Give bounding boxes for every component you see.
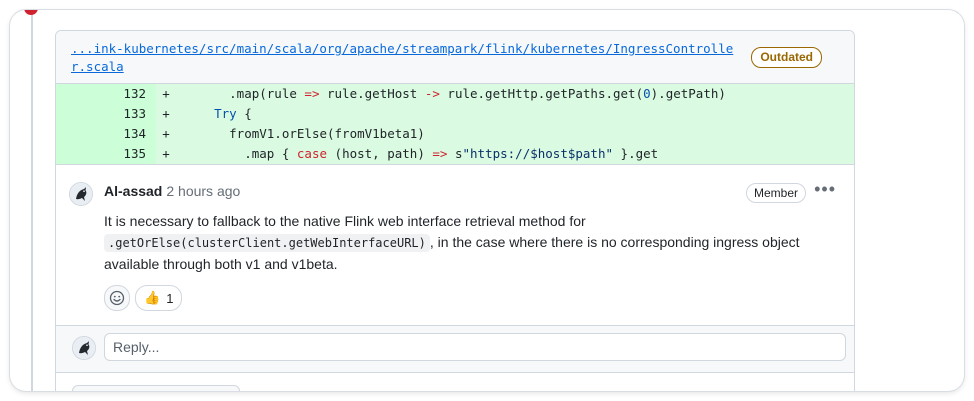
thumbs-up-reaction-button[interactable]: 👍 1 bbox=[135, 285, 183, 311]
diff-line: 134 + fromV1.orElse(fromV1beta1) bbox=[56, 124, 854, 144]
review-comment-card: ...ink-kubernetes/src/main/scala/org/apa… bbox=[55, 30, 855, 391]
diff-line: 133 + Try { bbox=[56, 104, 854, 124]
timeline-badge bbox=[24, 10, 38, 15]
line-number[interactable]: 132 bbox=[56, 84, 156, 104]
reply-input[interactable] bbox=[104, 333, 846, 361]
resolve-conversation-button[interactable] bbox=[72, 385, 240, 391]
reply-bar bbox=[56, 325, 854, 373]
bird-avatar-icon bbox=[70, 183, 92, 205]
code-line: fromV1.orElse(fromV1beta1) bbox=[229, 126, 425, 141]
diff-sign: + bbox=[162, 126, 170, 141]
member-badge: Member bbox=[745, 183, 806, 203]
code-line: .map(rule => rule.getHost -> rule.getHtt… bbox=[229, 86, 726, 101]
timestamp[interactable]: 2 hours ago bbox=[166, 183, 241, 199]
author-name[interactable]: Al-assad bbox=[104, 183, 163, 199]
line-number[interactable]: 133 bbox=[56, 104, 156, 124]
review-thread-frame: ...ink-kubernetes/src/main/scala/org/apa… bbox=[10, 10, 964, 391]
smiley-icon bbox=[109, 290, 125, 306]
reactions: 👍 1 bbox=[104, 285, 183, 311]
add-reaction-button[interactable] bbox=[104, 285, 130, 311]
bird-avatar-icon bbox=[73, 337, 95, 359]
file-path-link[interactable]: ...ink-kubernetes/src/main/scala/org/apa… bbox=[71, 41, 734, 74]
diff-line: 132 + .map(rule => rule.getHost -> rule.… bbox=[56, 84, 854, 104]
line-number[interactable]: 134 bbox=[56, 124, 156, 144]
timeline-line bbox=[31, 10, 33, 391]
current-user-avatar bbox=[72, 336, 96, 360]
diff-sign: + bbox=[162, 146, 170, 161]
diff-line: 135 + .map { case (host, path) => s"http… bbox=[56, 144, 854, 164]
thumbs-up-icon: 👍 bbox=[144, 290, 161, 305]
code-line: .map { case (host, path) => s"https://$h… bbox=[244, 146, 659, 161]
diff-sign: + bbox=[162, 86, 170, 101]
diff-hunk: 132 + .map(rule => rule.getHost -> rule.… bbox=[56, 84, 854, 164]
comment-body: It is necessary to fallback to the nativ… bbox=[104, 213, 800, 272]
outdated-badge: Outdated bbox=[751, 47, 822, 68]
line-number[interactable]: 135 bbox=[56, 144, 156, 164]
avatar[interactable] bbox=[69, 182, 93, 206]
inline-code: .getOrElse(clusterClient.getWebInterface… bbox=[104, 234, 430, 252]
reaction-count: 1 bbox=[166, 290, 174, 306]
diff-sign: + bbox=[162, 106, 170, 121]
kebab-horizontal-icon[interactable]: ••• bbox=[814, 179, 836, 199]
file-header: ...ink-kubernetes/src/main/scala/org/apa… bbox=[56, 31, 854, 84]
code-line: Try { bbox=[214, 106, 252, 121]
